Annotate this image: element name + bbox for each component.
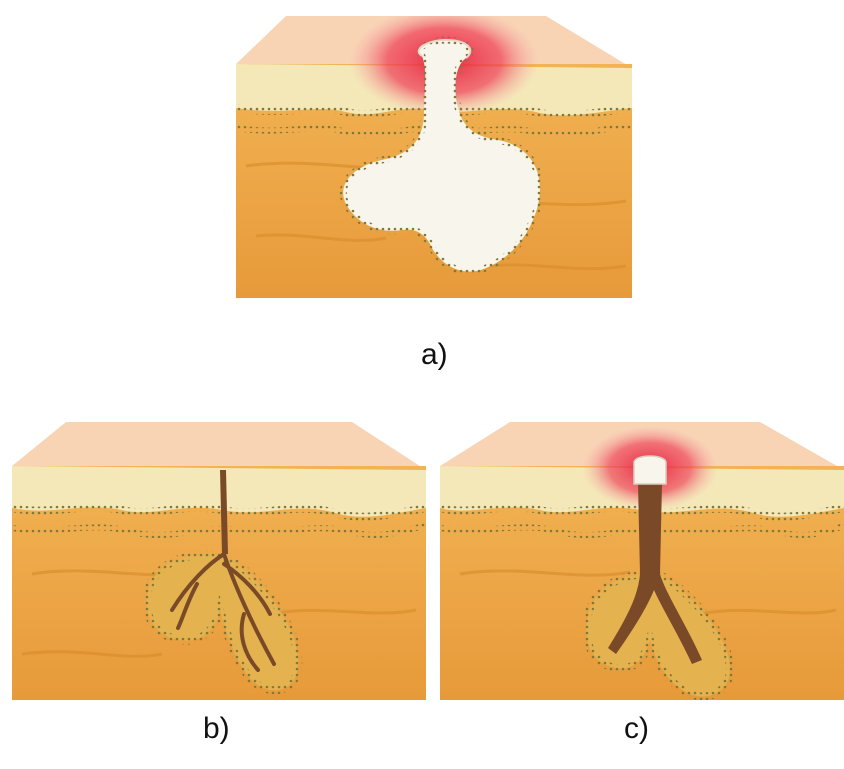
- panel-b-illustration: [12, 414, 426, 700]
- panel-a-label: a): [421, 340, 448, 370]
- panel-c-label: c): [624, 714, 649, 744]
- panel-a-illustration: [236, 16, 632, 298]
- skin-cross-section-a: [236, 16, 632, 298]
- skin-cross-section-b: [12, 414, 426, 700]
- panel-c-illustration: [440, 414, 844, 700]
- skin-cross-section-c: [440, 414, 844, 700]
- panel-b-label: b): [203, 714, 230, 744]
